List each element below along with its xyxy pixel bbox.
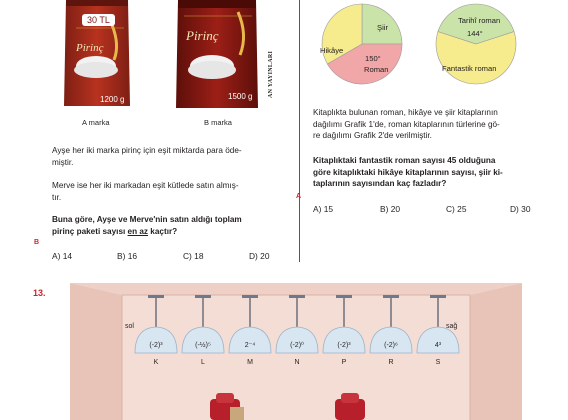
stage-illustration: (-2)³ K (-½)⁵ L 2⁻⁴ M (-2)⁰ N (-2)³ P (-2)⁶ R 4³ S bbox=[70, 283, 522, 420]
bag-a-caption: A marka bbox=[82, 118, 110, 127]
pie2-label-tarihi: Tarihî roman bbox=[458, 16, 500, 25]
text-line: Kitaplıktaki fantastik roman sayısı 45 o… bbox=[313, 156, 496, 165]
lamp-mount bbox=[195, 295, 211, 298]
option-d[interactable]: D) 20 bbox=[249, 251, 270, 261]
lamp-letter: S bbox=[436, 359, 441, 366]
text-line: tır. bbox=[52, 192, 62, 202]
lamp-r: (-2)⁶ R bbox=[369, 295, 413, 366]
rice-bag-b-image bbox=[176, 0, 258, 108]
bag-weight: 1500 g bbox=[228, 92, 253, 101]
answer-letter-b: B bbox=[34, 239, 40, 246]
pie1-label-hikaye: Hikâye bbox=[320, 46, 343, 55]
lamp-m: 2⁻⁴ M bbox=[228, 295, 272, 366]
question-left: Buna göre, Ayşe ve Merve'nin satın aldığ… bbox=[52, 214, 292, 237]
lamp-p: (-2)³ P bbox=[322, 295, 366, 366]
text-line: pirinç paketi sayısı en az kaçtır? bbox=[52, 226, 292, 238]
lamp-mount bbox=[242, 295, 258, 298]
rice-bag-a: 30 TL Pirinç 1200 g bbox=[62, 0, 132, 110]
lamp-expression: (-2)⁶ bbox=[384, 342, 398, 349]
text-line: dağılımı Grafik 1'de, roman kitaplarının… bbox=[313, 119, 500, 129]
pie1-label-angle: 150° bbox=[365, 54, 381, 63]
pie2-label-angle: 144° bbox=[467, 29, 483, 38]
bag-brand: Pirinç bbox=[186, 28, 219, 43]
lamp-mount bbox=[430, 295, 446, 298]
bag-b-caption: B marka bbox=[204, 118, 232, 127]
pie1-slice-siir bbox=[361, 3, 403, 45]
text-line: Ayşe her iki marka pirinç için eşit mikt… bbox=[52, 146, 242, 155]
lamp-expression: (-½)⁵ bbox=[195, 341, 211, 349]
text-line: re dağılımı Grafik 2'de verilmiştir. bbox=[313, 131, 432, 140]
lamp-s: 4³ S bbox=[416, 295, 460, 366]
text-line: Merve ise her iki markadan eşit kütlede … bbox=[52, 181, 239, 190]
bag-brand: Pirinç bbox=[76, 42, 104, 54]
paragraph-right: Kitaplıkta bulunan roman, hikâye ve şiir… bbox=[313, 107, 558, 142]
lamp-expression: 4³ bbox=[435, 342, 442, 349]
lamp-letter: R bbox=[388, 359, 393, 366]
text-line: Buna göre, Ayşe ve Merve'nin satın aldığ… bbox=[52, 215, 242, 224]
lamp-letter: M bbox=[247, 359, 253, 366]
lamp-mount bbox=[383, 295, 399, 298]
lamp-letter: L bbox=[201, 359, 205, 366]
question-right: Kitaplıktaki fantastik roman sayısı 45 o… bbox=[313, 155, 558, 190]
option-c[interactable]: C) 18 bbox=[183, 251, 204, 261]
underlined-text: en az bbox=[127, 226, 149, 236]
text-line: Kitaplıkta bulunan roman, hikâye ve şiir… bbox=[313, 108, 498, 117]
chair-left bbox=[210, 393, 244, 420]
chair-right bbox=[335, 393, 365, 420]
rice-bag-b: Pirinç 1500 g bbox=[172, 0, 262, 112]
bag-weight: 1200 g bbox=[100, 95, 125, 104]
lamp-shade bbox=[228, 326, 272, 354]
text-part: kaçtır? bbox=[148, 226, 178, 236]
price-tag: 30 TL bbox=[82, 14, 115, 26]
lamp-shade bbox=[134, 326, 178, 354]
lamp-mount bbox=[289, 295, 305, 298]
text-line: göre kitaplıktaki hikâye kitaplarının sa… bbox=[313, 167, 503, 177]
text-part: pirinç paketi sayısı bbox=[52, 226, 128, 236]
pie-charts: Şiir Hikâye 150° Roman Tarihî roman 144°… bbox=[320, 3, 517, 85]
lamp-expression: (-2)³ bbox=[149, 342, 163, 349]
text-line: taplarının sayısından kaç fazladır? bbox=[313, 179, 447, 188]
lamp-letter: K bbox=[154, 359, 159, 366]
lamp-n: (-2)⁰ N bbox=[275, 295, 319, 366]
pie1-label-roman: Roman bbox=[364, 65, 388, 74]
pie1-slice-roman bbox=[326, 43, 403, 85]
lamp-l: (-½)⁵ L bbox=[181, 295, 225, 366]
option-b[interactable]: B) 20 bbox=[380, 204, 401, 214]
paragraph-merve: Merve ise her iki markadan eşit kütlede … bbox=[52, 180, 292, 203]
lamp-mount bbox=[336, 295, 352, 298]
rice-bag-a-image bbox=[64, 0, 130, 106]
pie2-slice-fantastik bbox=[435, 31, 517, 85]
lamp-shade bbox=[369, 326, 413, 354]
pie-chart-1: Şiir Hikâye 150° Roman bbox=[320, 3, 403, 85]
publisher-side-text: AN YAYINLARI bbox=[268, 50, 274, 98]
option-b[interactable]: B) 16 bbox=[117, 251, 138, 261]
lamp-shade bbox=[181, 326, 225, 354]
lamp-shade bbox=[322, 326, 366, 354]
pie1-label-siir: Şiir bbox=[377, 23, 388, 32]
lamp-k: (-2)³ K bbox=[134, 295, 178, 366]
answer-letter-a: A bbox=[296, 193, 302, 200]
lamp-expression: (-2)³ bbox=[337, 342, 351, 349]
pie2-label-fantastik: Fantastik roman bbox=[442, 64, 496, 73]
lamp-letter: P bbox=[342, 359, 347, 366]
pie2-slice-tarihi bbox=[437, 3, 515, 45]
question-number-13: 13. bbox=[33, 288, 46, 298]
option-d[interactable]: D) 30 bbox=[510, 204, 531, 214]
pie1-slice-hikaye bbox=[321, 3, 363, 65]
option-c[interactable]: C) 25 bbox=[446, 204, 467, 214]
option-a[interactable]: A) 15 bbox=[313, 204, 334, 214]
lamp-shade bbox=[275, 326, 319, 354]
lamp-mount bbox=[148, 295, 164, 298]
label-left-side: sol bbox=[125, 323, 134, 330]
lamp-expression: 2⁻⁴ bbox=[245, 342, 256, 349]
lamp-expression: (-2)⁰ bbox=[290, 341, 304, 349]
label-right-side: sağ bbox=[446, 323, 458, 330]
paragraph-ayse: Ayşe her iki marka pirinç için eşit mikt… bbox=[52, 145, 292, 168]
column-divider bbox=[299, 0, 300, 262]
pie-chart-2: Tarihî roman 144° Fantastik roman bbox=[435, 3, 517, 85]
option-a[interactable]: A) 14 bbox=[52, 251, 73, 261]
lamp-shade bbox=[416, 326, 460, 354]
lamp-letter: N bbox=[294, 359, 299, 366]
text-line: miştir. bbox=[52, 157, 74, 167]
